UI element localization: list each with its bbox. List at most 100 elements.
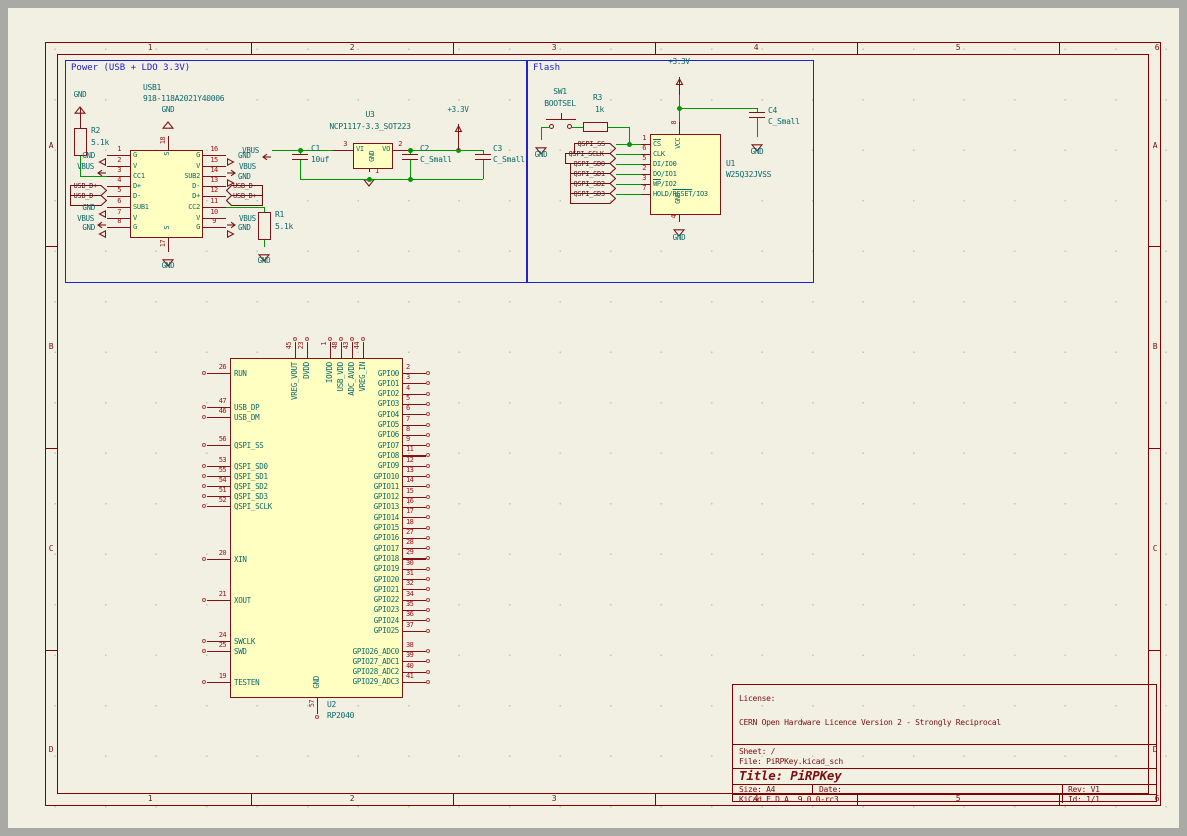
wire[interactable]	[410, 160, 412, 179]
wire[interactable]	[616, 194, 641, 196]
wire[interactable]	[541, 127, 543, 140]
net-label-gnd[interactable]: GND	[82, 150, 95, 160]
frame-coordinate: B	[48, 342, 54, 351]
net-label-vbus[interactable]: VBUS	[77, 213, 94, 223]
net-label-gnd[interactable]: GND	[238, 222, 251, 232]
global-label[interactable]: QSPI_SD3	[573, 189, 606, 198]
global-label[interactable]: USB_D-	[73, 191, 98, 200]
frame-coordinate: D	[48, 745, 54, 754]
open-pin-end	[350, 337, 354, 341]
pin-stub	[317, 698, 319, 714]
connector-USB1[interactable]	[130, 150, 203, 238]
gnd-power-icon[interactable]	[672, 222, 686, 241]
wire[interactable]	[541, 127, 549, 129]
wire[interactable]	[226, 207, 264, 209]
wire[interactable]	[608, 127, 629, 129]
global-label[interactable]: USB_D+	[73, 181, 98, 190]
gnd-power-icon[interactable]	[534, 140, 548, 159]
gnd-power-icon[interactable]	[362, 172, 376, 191]
pin-number: 51	[218, 486, 227, 494]
frame-coordinate: 5	[955, 794, 961, 803]
wire[interactable]	[300, 179, 483, 181]
pin-number: 24	[218, 631, 227, 639]
open-pin-end	[426, 381, 430, 386]
open-pin-end	[426, 649, 430, 653]
net-label-vbus[interactable]: VBUS	[239, 213, 256, 223]
global-label[interactable]: QSPI_SD2	[573, 179, 606, 188]
regulator-U3[interactable]	[353, 143, 393, 169]
global-label[interactable]: QSPI_SD0	[573, 159, 606, 168]
wire[interactable]	[264, 240, 266, 247]
pin-number: 2	[642, 164, 646, 172]
net-label-gnd[interactable]: GND	[238, 171, 251, 181]
open-pin-end	[202, 474, 206, 478]
resistor-R2[interactable]	[74, 128, 87, 156]
mcu-U2[interactable]	[230, 358, 403, 698]
global-label[interactable]: QSPI_SD1	[573, 169, 606, 178]
net-label-gnd[interactable]: GND	[82, 202, 95, 212]
wire[interactable]	[757, 108, 759, 112]
gnd-power-icon[interactable]	[257, 247, 271, 266]
wire[interactable]	[616, 174, 641, 176]
global-label[interactable]: QSPI_SS	[577, 139, 606, 148]
pin-name: QSPI_SS	[234, 440, 264, 450]
wire[interactable]	[616, 184, 641, 186]
pin-number: 7	[117, 208, 121, 216]
wire[interactable]	[272, 150, 333, 152]
resistor-R3[interactable]	[583, 122, 608, 132]
wire[interactable]	[757, 118, 759, 137]
power-section-box[interactable]: Power (USB + LDO 3.3V)	[65, 60, 527, 283]
wire[interactable]	[410, 150, 412, 154]
gnd-power-icon[interactable]	[750, 137, 764, 156]
wire[interactable]	[679, 95, 681, 134]
open-pin-end	[328, 337, 332, 341]
pin-name: SUB2	[184, 171, 200, 180]
wire[interactable]	[80, 156, 82, 176]
pin-name: QSPI_SCLK	[234, 501, 272, 511]
pin-name: GPIO14	[373, 512, 400, 522]
wire[interactable]	[80, 176, 107, 178]
value-R1: 5.1k	[275, 222, 294, 231]
flash-section-box[interactable]: Flash	[527, 60, 814, 283]
net-label-gnd[interactable]: GND	[238, 150, 251, 160]
net-label-vbus[interactable]: VBUS	[239, 161, 256, 171]
global-label[interactable]: USB_D+	[233, 191, 257, 200]
global-label[interactable]: USB_D-	[233, 181, 257, 190]
wire[interactable]	[616, 164, 641, 166]
titleblock-size: Size: A4	[739, 784, 776, 794]
net-label-vbus[interactable]: VBUS	[77, 161, 94, 171]
wire[interactable]	[483, 150, 485, 154]
pin-number: 2	[398, 140, 402, 148]
wire[interactable]	[572, 127, 583, 129]
wire[interactable]	[300, 160, 302, 179]
gnd-power-icon[interactable]	[161, 252, 175, 271]
wire[interactable]	[629, 127, 631, 144]
ref-C4: C4	[768, 106, 778, 115]
sheet-frame-inner	[57, 54, 1149, 794]
open-pin-end	[426, 443, 430, 448]
pin-stub	[403, 445, 426, 447]
value-C3: C_Small	[493, 155, 525, 164]
global-label[interactable]: QSPI_SCLK	[568, 149, 605, 158]
gnd-power-icon[interactable]	[161, 114, 175, 133]
switch-pad	[567, 124, 572, 129]
wire[interactable]	[264, 207, 266, 212]
open-pin-end	[202, 557, 206, 561]
net-label-gnd[interactable]: GND	[82, 222, 95, 232]
pin-stub	[107, 155, 130, 157]
wire[interactable]	[616, 154, 641, 156]
wire[interactable]	[413, 150, 483, 152]
flash-U1[interactable]	[650, 134, 721, 215]
wire[interactable]	[616, 144, 641, 146]
global-label-shape	[225, 191, 264, 210]
pin-name: GPIO6	[377, 430, 399, 440]
resistor-R1[interactable]	[258, 212, 271, 240]
net-label-vbus[interactable]: VBUS	[242, 145, 259, 155]
wire[interactable]	[679, 108, 757, 110]
value-U2: RP2040	[327, 711, 355, 720]
open-pin-end	[426, 628, 430, 633]
wire[interactable]	[483, 160, 485, 179]
wire[interactable]	[300, 150, 302, 154]
pin-name: CC2	[188, 202, 200, 211]
